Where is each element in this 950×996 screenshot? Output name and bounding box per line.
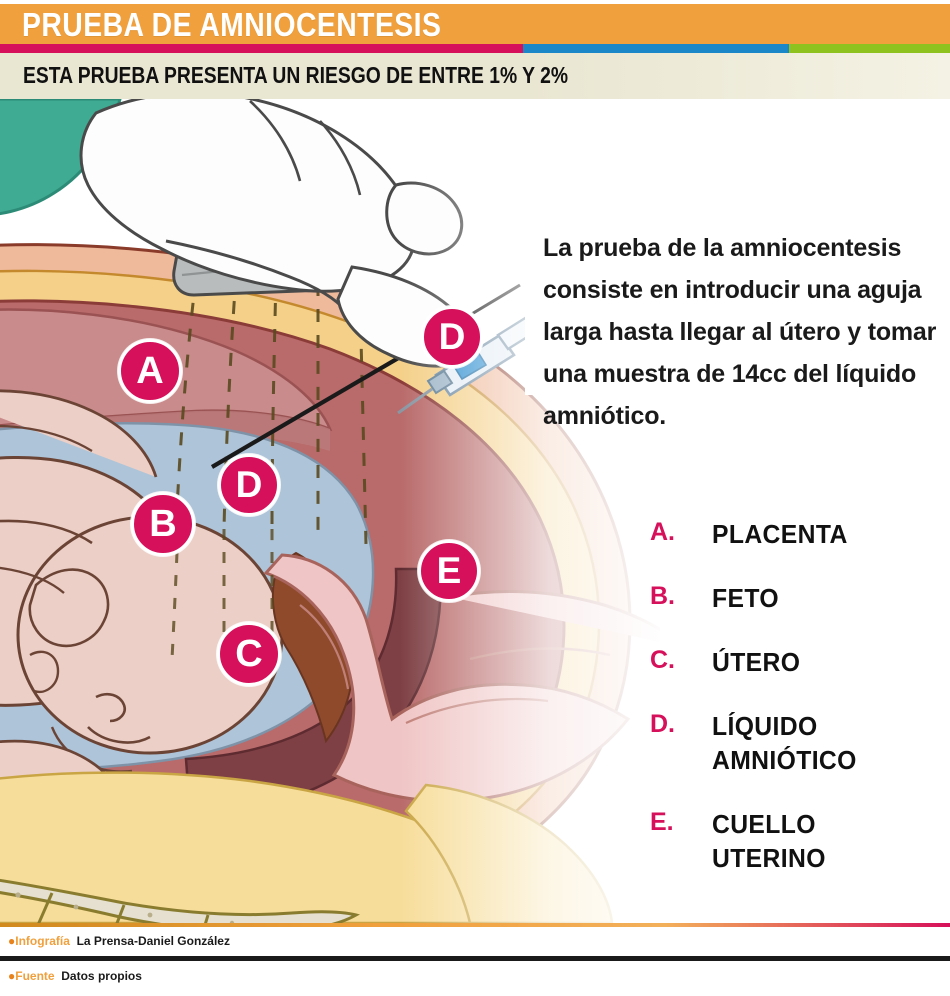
legend-letter-e: E.	[650, 808, 674, 836]
beam-line-1	[174, 276, 198, 530]
header-rule-green	[789, 44, 950, 53]
footer-credit-line: ●Infografía La Prensa-Daniel González	[8, 934, 230, 948]
fetus-shoulder	[0, 519, 93, 545]
marker-d-inner-label: D	[235, 464, 263, 505]
legend-label-b: FETO	[712, 583, 779, 613]
fetus-spine-line	[0, 424, 93, 452]
marker-a-label: A	[136, 350, 164, 392]
legend-label-a: PLACENTA	[712, 519, 848, 549]
legend-item-b[interactable]: B. FETO	[650, 581, 950, 615]
fetus-face-contour	[28, 568, 110, 648]
vertebra-sep-1	[37, 892, 54, 923]
legend-label-c: ÚTERO	[712, 647, 801, 677]
legend-label-e: CUELLO UTERINO	[712, 809, 826, 873]
legend-item-c[interactable]: C. ÚTERO	[650, 645, 950, 679]
legend-label-d: LÍQUIDO AMNIÓTICO	[712, 711, 857, 775]
marker-e[interactable]: E	[418, 540, 480, 602]
footer: ●Infografía La Prensa-Daniel González ●F…	[0, 923, 950, 996]
bone-speckle-3	[147, 912, 153, 918]
bone-speckle-4	[229, 920, 235, 923]
header-band-right	[523, 4, 950, 44]
needle-shaft-line	[210, 341, 426, 469]
legend-list: A. PLACENTA B. FETO C. ÚTERO D. LÍQUIDO …	[650, 517, 950, 905]
bullet-icon-2: ●	[8, 969, 16, 983]
bone-speckle-2	[73, 904, 79, 910]
footer-source-line: ●Fuente Datos propios	[8, 969, 142, 983]
bone-speckle-1	[15, 892, 21, 898]
fetus-mouth	[87, 726, 151, 744]
sacrum-spine	[0, 878, 360, 923]
beam-line-2	[222, 274, 238, 530]
page-title: PRUEBA DE AMNIOCENTESIS	[22, 6, 442, 43]
marker-d-outer[interactable]: D	[421, 306, 483, 368]
footer-credit-tag: Infografía	[15, 934, 70, 948]
glove-knuckle-2	[319, 120, 362, 196]
marker-b-label: B	[149, 503, 177, 545]
cervix-fold-1	[299, 604, 350, 690]
glove-finger-crease-1	[165, 239, 348, 312]
marker-e-label: E	[436, 550, 462, 591]
marker-c[interactable]: C	[217, 622, 281, 686]
footer-rule-middle	[0, 956, 950, 961]
legend-item-e[interactable]: E. CUELLO UTERINO	[650, 807, 950, 875]
legend-letter-a: A.	[650, 518, 675, 546]
glove-knuckle-1	[249, 100, 302, 182]
vertebra-sep-3	[204, 914, 210, 923]
description-text: La prueba de la amniocentesis consiste e…	[543, 234, 937, 430]
legend-letter-b: B.	[650, 582, 675, 610]
vertebra-sep-2	[115, 904, 126, 923]
header-rule-crimson	[0, 44, 523, 53]
subtitle-band-gradient	[0, 53, 950, 99]
fetus-ear	[29, 650, 60, 694]
fetus-arm	[0, 566, 65, 594]
anatomy-illustration	[0, 99, 950, 923]
header-rule-blue	[523, 44, 789, 53]
marker-a[interactable]: A	[118, 339, 182, 403]
fetus-nose	[95, 692, 126, 723]
marker-c-label: C	[235, 633, 263, 675]
marker-d-inner[interactable]: D	[218, 454, 280, 516]
footer-source-value: Datos propios	[61, 969, 142, 983]
beam-line-1b	[170, 528, 180, 660]
marker-b[interactable]: B	[131, 492, 195, 556]
fetus-back	[0, 389, 158, 478]
legend-item-d[interactable]: D. LÍQUIDO AMNIÓTICO	[650, 709, 950, 777]
illustration-white-top	[525, 99, 950, 395]
bullet-icon: ●	[8, 934, 16, 948]
marker-d-outer-label: D	[438, 316, 466, 357]
legend-item-a[interactable]: A. PLACENTA	[650, 517, 950, 551]
footer-credit-value: La Prensa-Daniel González	[76, 934, 230, 948]
legend-letter-c: C.	[650, 646, 675, 674]
legend-letter-d: D.	[650, 710, 675, 738]
subtitle: ESTA PRUEBA PRESENTA UN RIESGO DE ENTRE …	[23, 62, 569, 88]
illustration-stage: A B C D D E La prueba de la amniocentesi…	[0, 99, 950, 923]
footer-rule-top	[0, 923, 950, 927]
footer-source-tag: Fuente	[15, 969, 55, 983]
